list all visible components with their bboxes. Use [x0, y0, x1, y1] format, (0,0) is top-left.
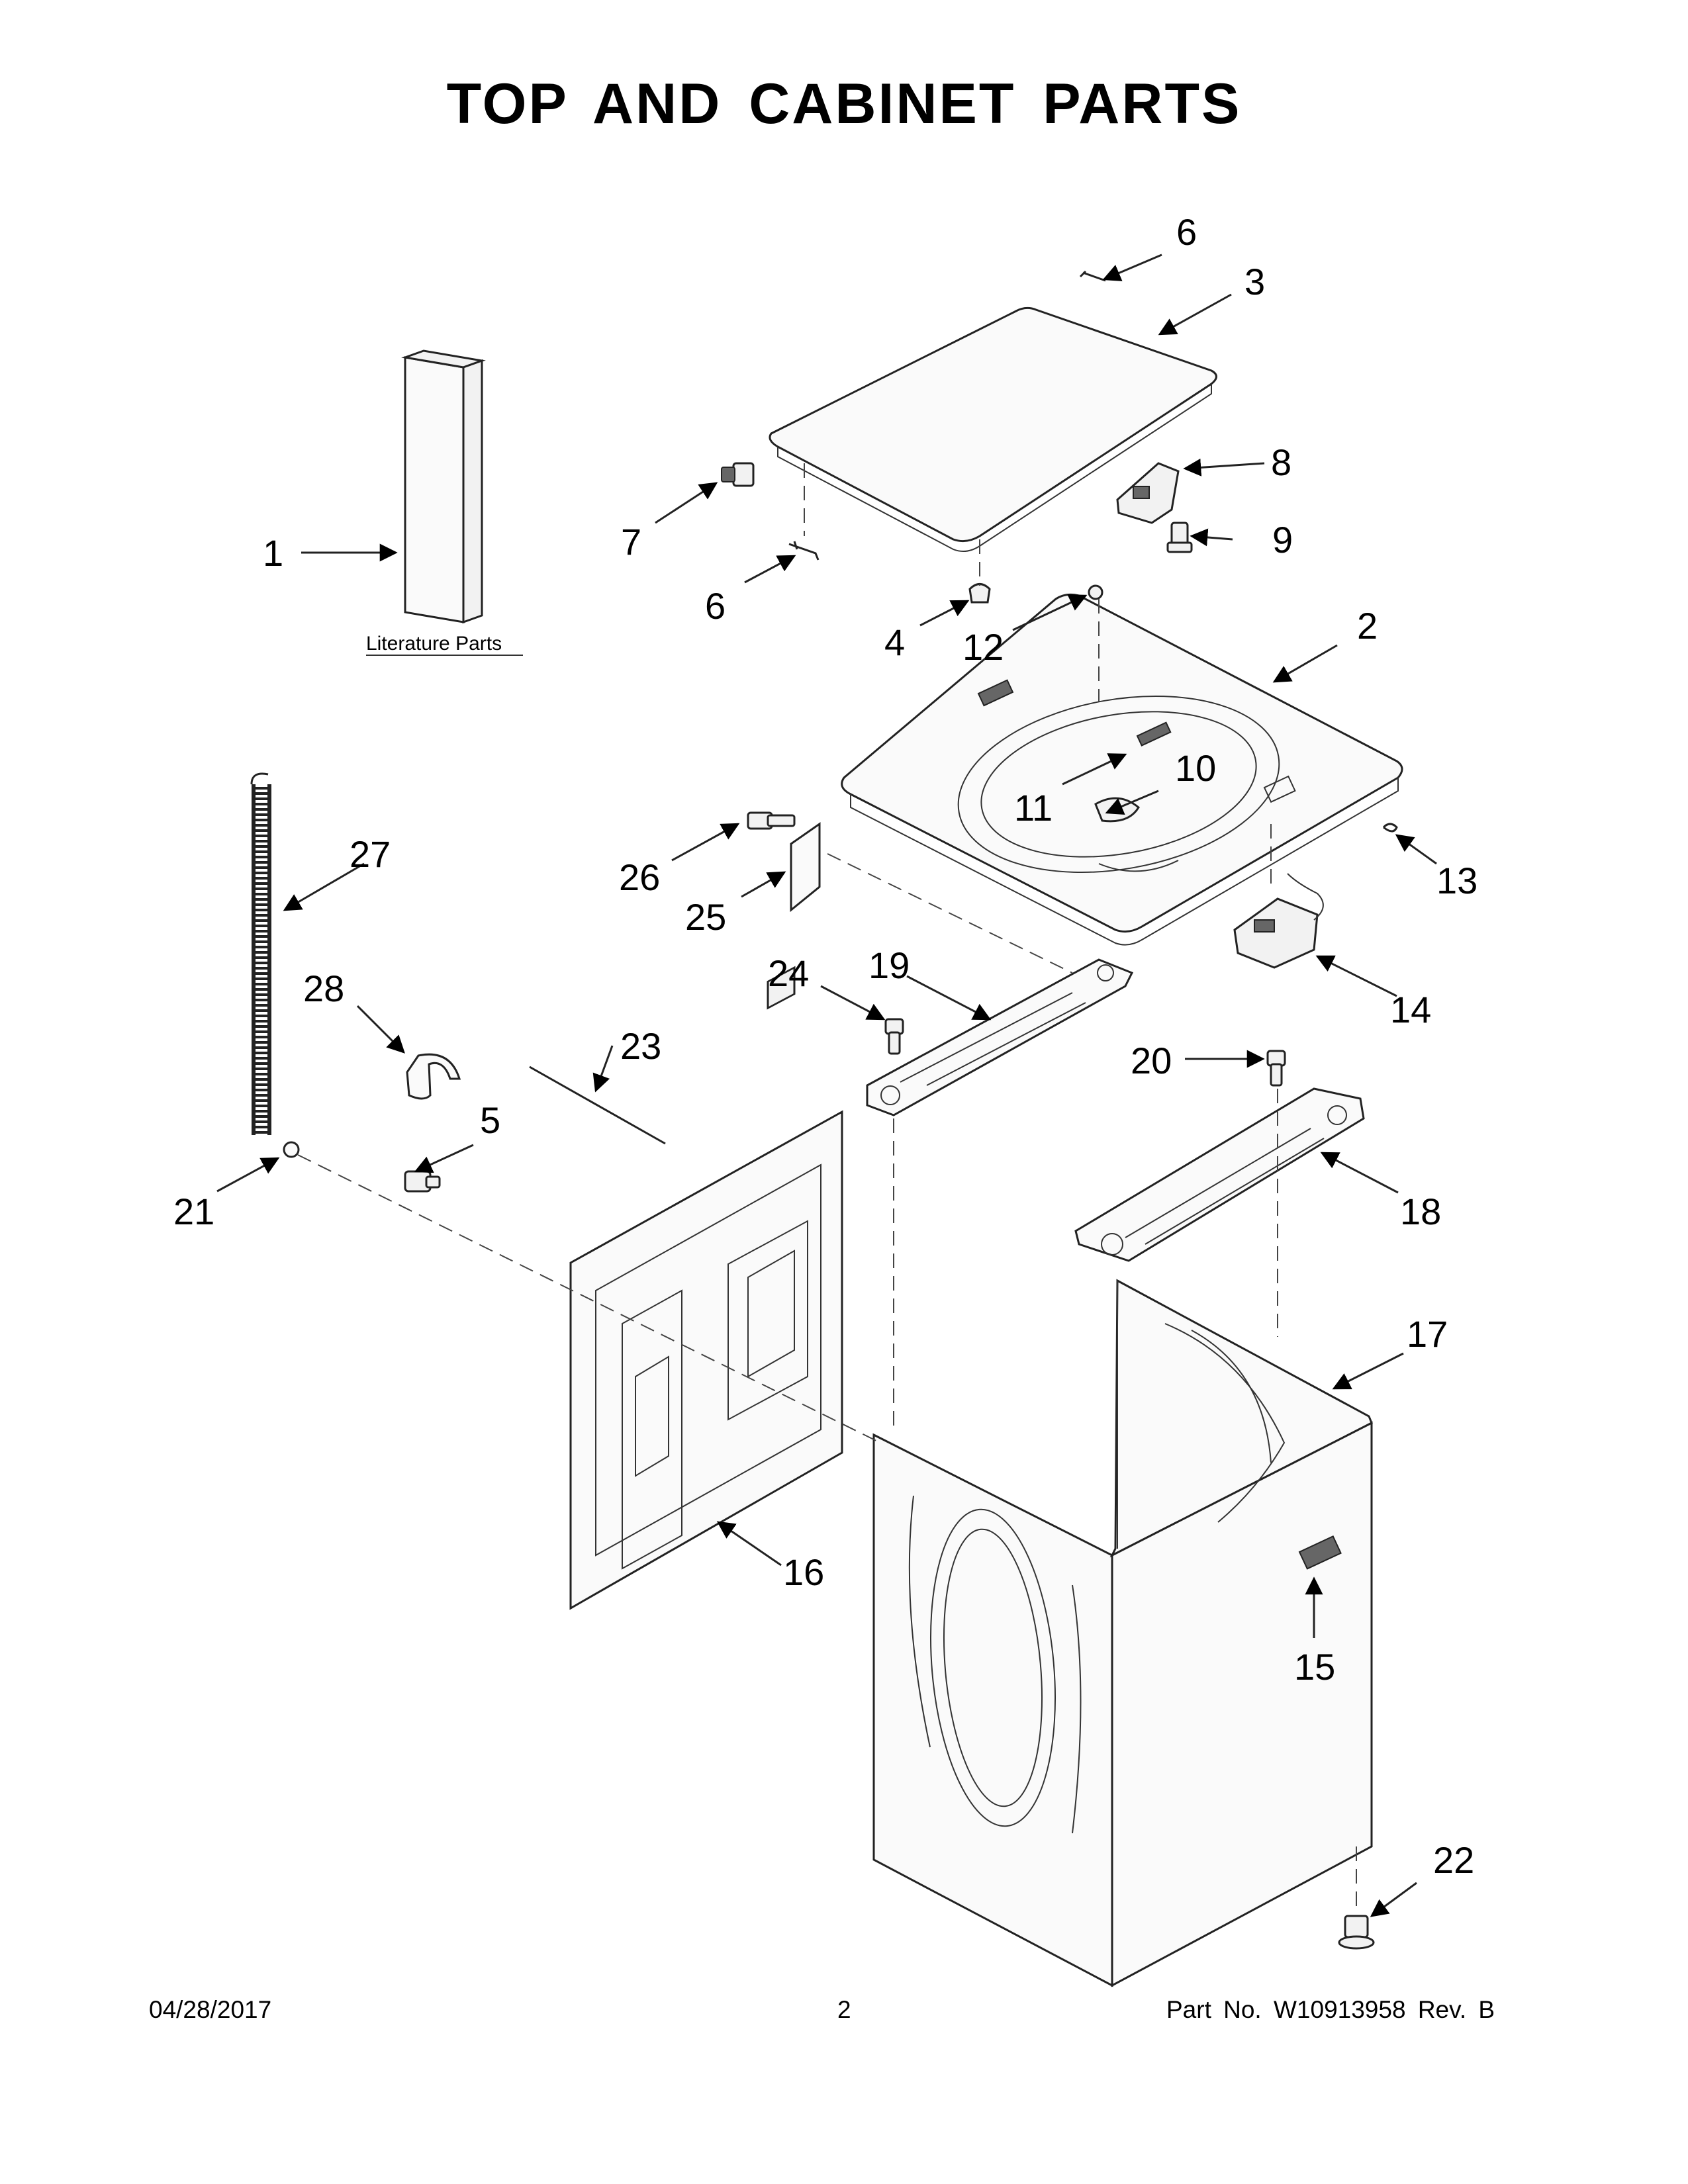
bracket-25: [790, 822, 821, 913]
screw-26: [747, 811, 796, 830]
rear-brace: [1074, 1087, 1365, 1262]
screw-5: [404, 1170, 441, 1193]
callout-9: 9: [1272, 519, 1293, 561]
leader-arrows: [216, 253, 1437, 1917]
callout-3: 3: [1244, 261, 1265, 302]
front-brace: [866, 958, 1134, 1116]
lid-switch: [1116, 462, 1180, 524]
callout-12: 12: [962, 626, 1004, 668]
drain-hose-form: [406, 1053, 461, 1100]
callout-5: 5: [480, 1099, 500, 1141]
callout-8: 8: [1271, 441, 1291, 483]
lid-bumper: [721, 462, 755, 487]
callout-27: 27: [350, 833, 391, 875]
lid-bumper-4: [968, 583, 991, 604]
callout-28: 28: [303, 968, 344, 1009]
callout-22: 22: [1433, 1839, 1474, 1881]
hinge-pin-top: [1079, 270, 1106, 282]
footer-date: 04/28/2017: [149, 1996, 272, 2023]
callout-18: 18: [1400, 1191, 1441, 1232]
screw-24: [884, 1018, 904, 1055]
callout-6-top: 6: [1176, 211, 1197, 253]
clip-13: [1382, 823, 1398, 833]
hose-clamp: [283, 1141, 300, 1158]
rod-23: [529, 1066, 666, 1145]
callout-24: 24: [768, 952, 809, 994]
callout-17: 17: [1407, 1313, 1448, 1355]
callout-21: 21: [173, 1191, 214, 1232]
callout-15: 15: [1294, 1646, 1335, 1688]
callout-26: 26: [619, 856, 660, 898]
callout-19: 19: [868, 944, 910, 986]
callout-2: 2: [1357, 605, 1378, 647]
callout-14: 14: [1390, 989, 1431, 1030]
callout-25: 25: [685, 896, 726, 938]
callout-10: 10: [1175, 747, 1216, 789]
literature-booklet: [401, 349, 486, 624]
callout-7: 7: [621, 521, 641, 563]
drain-hose: [250, 772, 271, 1135]
literature-parts-label: Literature Parts: [366, 633, 502, 655]
callout-23: 23: [620, 1025, 661, 1067]
callout-16: 16: [783, 1551, 824, 1593]
hinge-pin-lower: [788, 541, 820, 561]
leveling-foot: [1338, 1915, 1375, 1950]
callout-6-lower: 6: [705, 585, 726, 627]
cabinet: [872, 1279, 1373, 1987]
callout-1: 1: [263, 532, 283, 574]
callout-13: 13: [1436, 860, 1477, 901]
callout-20: 20: [1131, 1040, 1172, 1081]
callout-4: 4: [884, 621, 905, 663]
lid-switch-assembly: [1233, 873, 1324, 969]
footer-part-number: Part No. W10913958 Rev. B: [1166, 1996, 1495, 2023]
alignment-lines: [297, 463, 1357, 1913]
top-panel: [841, 593, 1403, 946]
screw-20: [1266, 1050, 1286, 1087]
callout-11: 11: [1014, 787, 1053, 829]
rear-panel: [569, 966, 843, 1610]
footer-page-number: 2: [837, 1996, 851, 2023]
screw-9: [1166, 522, 1193, 553]
nut-12: [1088, 584, 1103, 600]
page-title: TOP AND CABINET PARTS: [446, 72, 1242, 136]
